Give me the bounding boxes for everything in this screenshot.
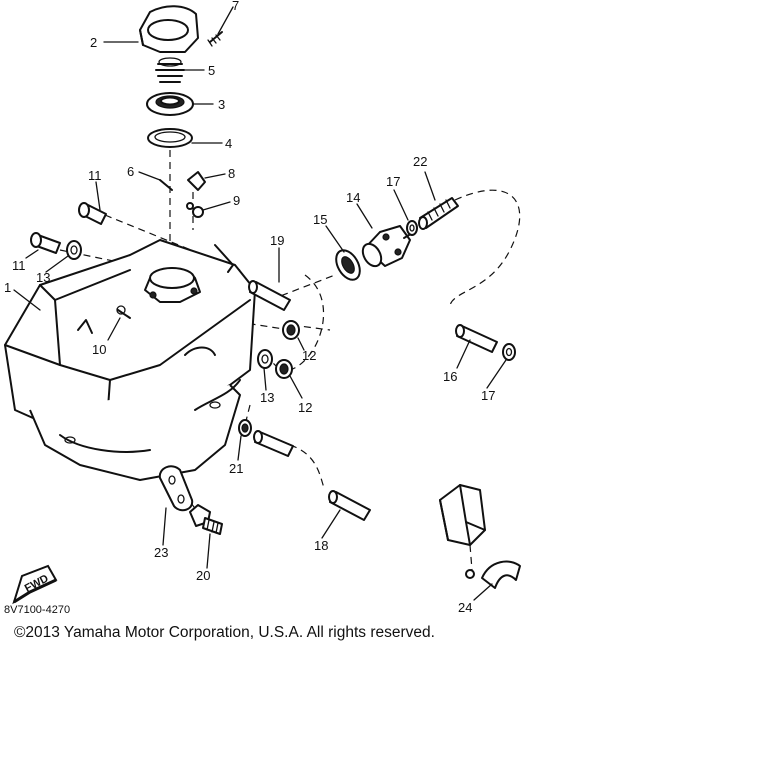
pipe-21 bbox=[253, 430, 294, 457]
callout-8: 8 bbox=[228, 166, 235, 181]
callout-4: 4 bbox=[225, 136, 232, 151]
screw-7 bbox=[207, 31, 223, 47]
washer-13-right bbox=[257, 349, 273, 369]
callout-23: 23 bbox=[154, 545, 168, 560]
callout-14: 14 bbox=[346, 190, 360, 205]
drawing-code: 8V7100-4270 bbox=[4, 604, 70, 616]
plate-23 bbox=[158, 465, 194, 512]
callout-11-upper: 11 bbox=[88, 168, 102, 183]
callout-7: 7 bbox=[232, 0, 239, 13]
gasket-4 bbox=[147, 128, 193, 148]
seal-15 bbox=[335, 249, 361, 281]
callout-12-upper: 12 bbox=[302, 348, 316, 363]
washer-13-left bbox=[66, 240, 82, 260]
callout-2: 2 bbox=[90, 35, 97, 50]
callout-18: 18 bbox=[314, 538, 328, 553]
callout-20: 20 bbox=[196, 568, 210, 583]
callout-22: 22 bbox=[413, 154, 427, 169]
callouts: 1 2 3 4 5 6 7 8 9 10 11 11 12 12 13 13 1… bbox=[4, 0, 495, 615]
clamp-21 bbox=[238, 419, 252, 437]
bolt-20 bbox=[189, 504, 223, 535]
callout-9: 9 bbox=[233, 193, 240, 208]
fwd-arrow: FWD bbox=[12, 564, 58, 605]
fitting-22 bbox=[418, 197, 459, 230]
pipe-18 bbox=[328, 490, 371, 521]
grommet-12-lower bbox=[275, 359, 293, 379]
callout-21: 21 bbox=[229, 461, 243, 476]
callout-11-lower: 11 bbox=[12, 258, 26, 273]
callout-12-lower: 12 bbox=[298, 400, 312, 415]
grommet-12-upper bbox=[282, 320, 300, 340]
pipe-19 bbox=[248, 280, 291, 311]
spring-5 bbox=[155, 57, 185, 83]
bolt-10 bbox=[116, 305, 131, 319]
pipe-16 bbox=[455, 324, 498, 353]
leader-lines bbox=[13, 6, 507, 601]
callout-3: 3 bbox=[218, 97, 225, 112]
hoses bbox=[289, 189, 521, 491]
callout-15: 15 bbox=[313, 212, 327, 227]
tank-cap bbox=[139, 5, 199, 53]
bolt-11-upper bbox=[78, 202, 107, 225]
callout-24: 24 bbox=[458, 600, 472, 615]
callout-16: 16 bbox=[443, 369, 457, 384]
clamp-17-upper bbox=[406, 220, 418, 236]
callout-17-upper: 17 bbox=[386, 174, 400, 189]
oil-tank bbox=[4, 239, 256, 481]
callout-6: 6 bbox=[127, 164, 134, 179]
fitting-14 bbox=[361, 225, 415, 268]
small-parts bbox=[159, 171, 206, 218]
callout-5: 5 bbox=[208, 63, 215, 78]
callout-1: 1 bbox=[4, 280, 11, 295]
callout-10: 10 bbox=[92, 342, 106, 357]
seal-3 bbox=[146, 92, 194, 116]
copyright-notice: ©2013 Yamaha Motor Corporation, U.S.A. A… bbox=[14, 624, 435, 641]
callout-13-right: 13 bbox=[260, 390, 274, 405]
clamp-17-lower bbox=[502, 343, 516, 361]
bracket-24 bbox=[439, 484, 521, 589]
callout-19: 19 bbox=[270, 233, 284, 248]
callout-13-left: 13 bbox=[36, 270, 50, 285]
callout-17-lower: 17 bbox=[481, 388, 495, 403]
bolt-11-lower bbox=[30, 232, 61, 254]
